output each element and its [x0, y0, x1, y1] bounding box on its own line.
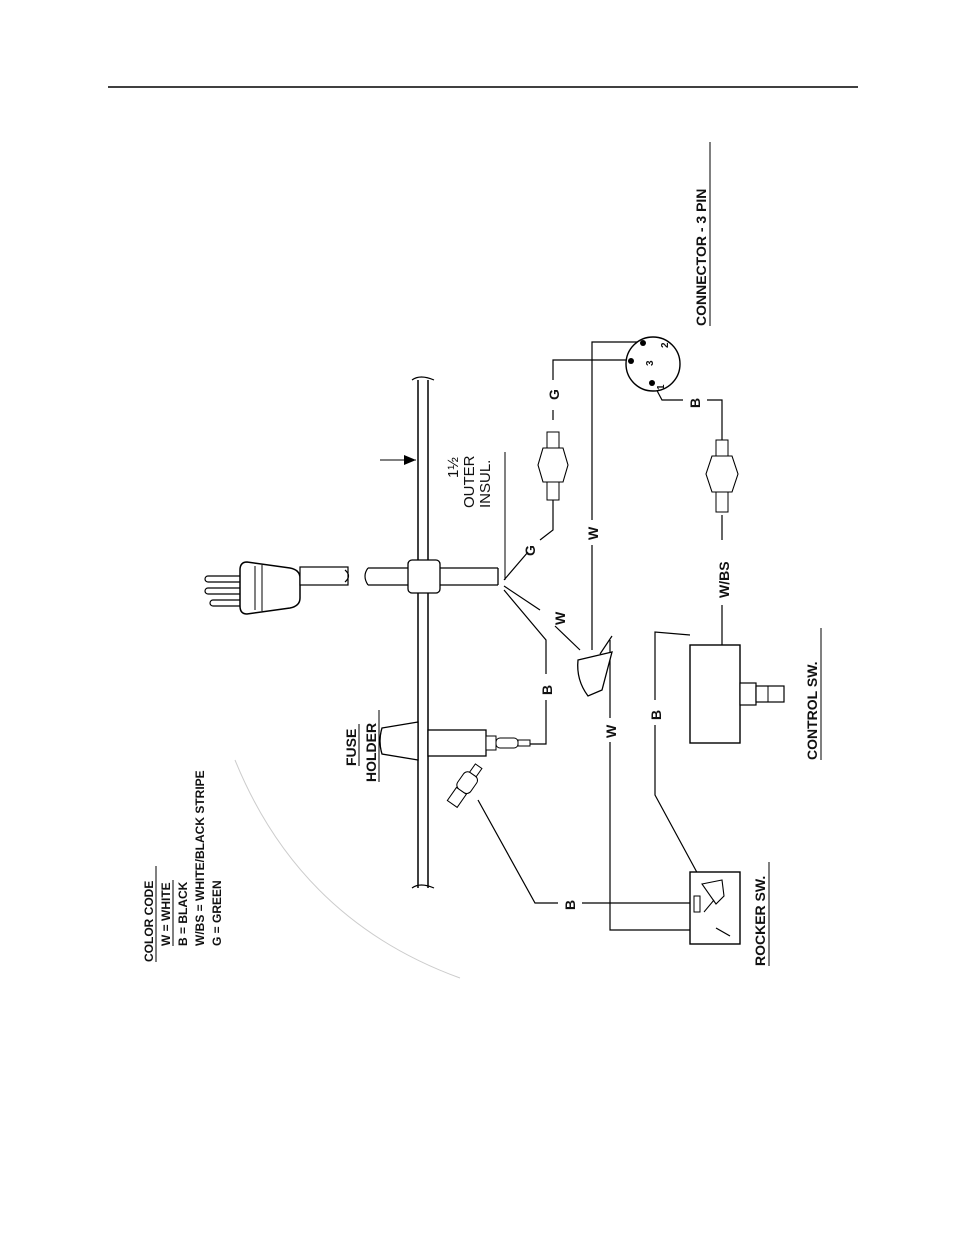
wire-label: W — [603, 724, 619, 738]
connector-pin-number: 2 — [660, 342, 671, 348]
wire-label: G — [546, 389, 562, 400]
wire-label: B — [687, 398, 703, 408]
scan-edge — [235, 760, 460, 978]
g-inline-connector — [538, 432, 568, 500]
wire-label: B — [562, 900, 578, 910]
power-cord — [365, 560, 498, 593]
color-code-legend: COLOR CODE W = WHITE B = BLACK W/BS = WH… — [142, 770, 224, 962]
wire-label: B — [648, 710, 664, 720]
wire-label: W — [552, 611, 568, 625]
legend-entry: W/BS = WHITE/BLACK STRIPE — [193, 770, 207, 946]
wire-label: W — [585, 526, 601, 540]
legend-entry: W = WHITE — [159, 882, 173, 946]
control-switch-label: CONTROL SW. — [804, 661, 820, 760]
power-plug-icon — [205, 562, 349, 614]
connector-pin-number: 1 — [656, 384, 667, 390]
wire-label: G — [522, 545, 538, 556]
legend-entry: B = BLACK — [176, 881, 190, 946]
fuse-holder-label: HOLDER — [363, 723, 379, 782]
diagram-body: COLOR CODE W = WHITE B = BLACK W/BS = WH… — [142, 142, 821, 966]
wires — [478, 342, 722, 930]
chassis-panel — [412, 377, 434, 888]
wire-nut-icon — [578, 636, 612, 696]
connector-label: CONNECTOR - 3 PIN — [693, 189, 709, 326]
legend-entry: G = GREEN — [210, 880, 224, 946]
fuse-holder-label: FUSE — [343, 729, 359, 766]
rocker-switch-icon — [690, 872, 740, 944]
outer-insulation-label: OUTER — [461, 455, 478, 508]
rocker-switch-label: ROCKER SW. — [752, 876, 768, 966]
connector-pin-number: 3 — [645, 360, 656, 366]
wbs-inline-connector — [706, 440, 738, 512]
fuse-holder-icon — [380, 722, 530, 809]
outer-insulation-label: INSUL. — [477, 460, 494, 508]
control-switch-icon — [690, 645, 784, 743]
wire-label: B — [539, 685, 555, 695]
wire-label: W/BS — [716, 561, 732, 598]
legend-title: COLOR CODE — [142, 881, 156, 962]
outer-insulation-label: 1½ — [445, 457, 462, 478]
